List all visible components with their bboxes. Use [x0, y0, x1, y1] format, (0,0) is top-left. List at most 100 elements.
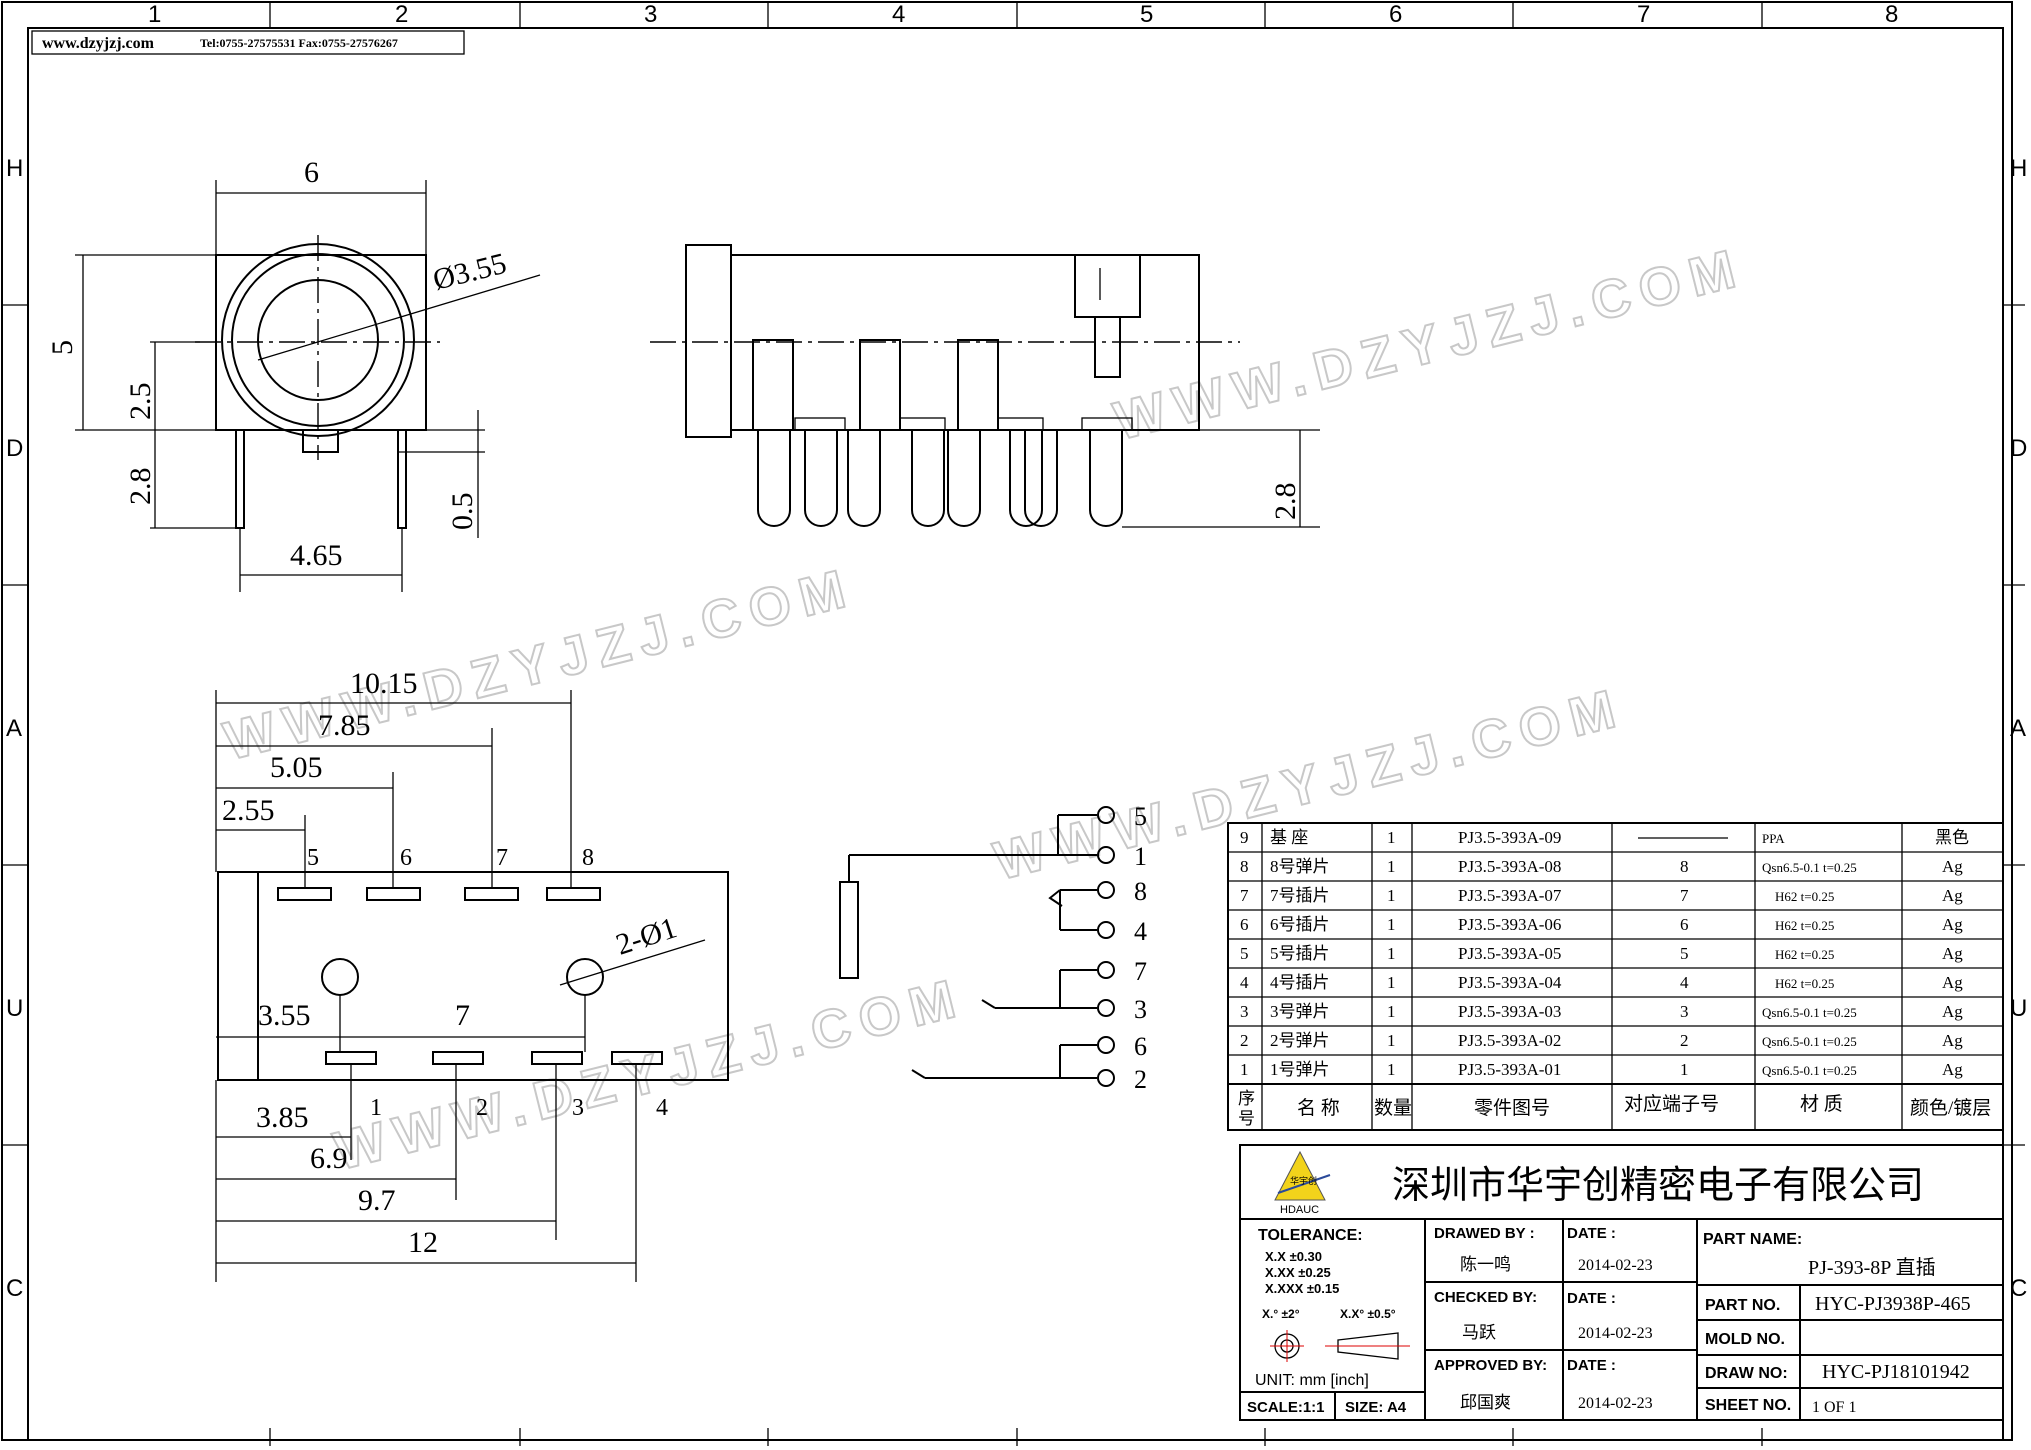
row-label-a: A: [6, 715, 22, 742]
bom-cell-no: 3: [1240, 1002, 1249, 1021]
front-view: 6 Ø3.55 5 2.5 2.8 0.5 4.65: [46, 156, 541, 592]
company-logo-icon: [1274, 1150, 1326, 1201]
bom-cell-no: 4: [1240, 973, 1249, 992]
part-no: HYC-PJ3938P-465: [1815, 1293, 1971, 1315]
bom-cell-material: Qsn6.5-0.1 t=0.25: [1762, 860, 1857, 875]
scale-text: SCALE:1:1: [1247, 1399, 1325, 1416]
mold-no-label: MOLD NO.: [1705, 1331, 1785, 1348]
watermark-2: WWW.DZYJZJ.COM: [218, 557, 860, 772]
bom-cell-material: PPA: [1762, 831, 1785, 846]
date-label-3: DATE :: [1567, 1357, 1616, 1374]
bom-cell-qty: 1: [1387, 857, 1396, 876]
bottom-pin-4: 4: [656, 1095, 668, 1121]
part-name-label: PART NAME:: [1703, 1231, 1802, 1248]
schematic: 5 1 8 4 7 3 6 2: [839, 802, 1147, 1094]
bom-cell-part: PJ3.5-393A-02: [1458, 1031, 1561, 1050]
bom-cell-color: Ag: [1942, 857, 1963, 876]
bom-cell-color: Ag: [1942, 1031, 1963, 1050]
border-rows: H D A U C H D A U C: [2, 155, 2027, 1302]
schematic-pin-5: 5: [1134, 802, 1147, 831]
bom-header-color: 颜色/镀层: [1910, 1097, 1991, 1119]
part-name: PJ-393-8P 直插: [1808, 1256, 1936, 1279]
dim-pin-length: 2.8: [124, 468, 157, 506]
col-label-5: 5: [1140, 1, 1153, 28]
bom-cell-part: PJ3.5-393A-06: [1458, 915, 1561, 934]
col-label-6: 6: [1389, 1, 1402, 28]
date-approved: 2014-02-23: [1578, 1395, 1653, 1412]
row-label-h: H: [6, 155, 23, 182]
bom-cell-terminal: 4: [1680, 973, 1689, 992]
bom-cell-no: 2: [1240, 1031, 1249, 1050]
bom-cell-name: 8号弹片: [1270, 857, 1330, 876]
date-drawn: 2014-02-23: [1578, 1257, 1653, 1274]
checked-label: CHECKED BY:: [1434, 1289, 1537, 1306]
dim-5-05: 5.05: [270, 751, 323, 784]
bom-cell-qty: 1: [1387, 944, 1396, 963]
bom-cell-color: Ag: [1942, 944, 1963, 963]
tolerance-angle-1: X.° ±2°: [1262, 1307, 1300, 1321]
schematic-pin-2: 2: [1134, 1065, 1147, 1094]
schematic-terminal-7: [1097, 961, 1115, 979]
dim-offset: 0.5: [446, 493, 479, 531]
schematic-pin-6: 6: [1134, 1032, 1147, 1061]
side-view: 2.8: [650, 244, 1320, 528]
bom-cell-terminal: 2: [1680, 1031, 1689, 1050]
watermark-1: WWW.DZYJZJ.COM: [1108, 237, 1750, 452]
bom-cell-material: H62 t=0.25: [1775, 889, 1834, 904]
bom-cell-no: 7: [1240, 886, 1249, 905]
row-label-u: U: [6, 995, 23, 1022]
bom-cell-part: PJ3.5-393A-03: [1458, 1002, 1561, 1021]
bom-cell-name: 2号弹片: [1270, 1031, 1330, 1050]
bom-cell-color: Ag: [1942, 886, 1963, 905]
bottom-pin-2: 2: [476, 1095, 488, 1121]
unit-text: UNIT: mm [inch]: [1255, 1372, 1369, 1389]
col-label-8: 8: [1885, 1, 1898, 28]
top-pin-8: 8: [582, 845, 594, 871]
row-label-c: C: [6, 1275, 23, 1302]
bom-cell-qty: 1: [1387, 973, 1396, 992]
date-checked: 2014-02-23: [1578, 1325, 1653, 1342]
top-pin-6: 6: [400, 845, 412, 871]
dim-9-7: 9.7: [358, 1184, 396, 1217]
bom-table: [1227, 822, 2004, 1131]
dim-diameter: Ø3.55: [430, 247, 510, 297]
date-label-1: DATE :: [1567, 1225, 1616, 1242]
schematic-pin-1: 1: [1134, 842, 1147, 871]
bom-header-name: 名 称: [1297, 1097, 1340, 1119]
bom-cell-name: 3号弹片: [1270, 1002, 1330, 1021]
tolerance-angle-2: X.X° ±0.5°: [1340, 1307, 1396, 1321]
bom-cell-part: PJ3.5-393A-07: [1458, 886, 1562, 905]
inner-frame: [27, 27, 2004, 1441]
bom-cell-no: 5: [1240, 944, 1249, 963]
dim-10-15: 10.15: [350, 667, 418, 700]
projection-symbol-icon: [1270, 1330, 1410, 1362]
bom-cell-name: 1号弹片: [1270, 1060, 1330, 1079]
dim-7: 7: [455, 999, 470, 1032]
website-header: www.dzyjzj.com Tel:0755-27575531 Fax:075…: [31, 30, 465, 55]
part-no-label: PART NO.: [1705, 1297, 1780, 1314]
row-label-u-right: U: [2010, 995, 2027, 1022]
bom-cell-name: 7号插片: [1270, 886, 1330, 905]
checked-by: 马跃: [1462, 1323, 1496, 1342]
logo-swoosh: [1277, 1174, 1331, 1194]
bom-cell-material: Qsn6.5-0.1 t=0.25: [1762, 1063, 1857, 1078]
bom-cell-terminal: 1: [1680, 1060, 1689, 1079]
logo-en-text: HDAUC: [1280, 1204, 1319, 1216]
bom-cell-name: 6号插片: [1270, 915, 1330, 934]
tolerance-label: TOLERANCE:: [1258, 1227, 1363, 1244]
bom-header-no-2: 号: [1238, 1109, 1255, 1128]
bom-cell-qty: 1: [1387, 886, 1396, 905]
dim-6-9: 6.9: [310, 1142, 348, 1175]
dim-3-55: 3.55: [258, 999, 311, 1032]
contact-text: Tel:0755-27575531 Fax:0755-27576267: [200, 36, 398, 50]
draw-no-label: DRAW NO:: [1705, 1365, 1788, 1382]
col-label-4: 4: [892, 1, 905, 28]
bom-cell-name: 基 座: [1270, 828, 1308, 847]
col-label-2: 2: [395, 1, 408, 28]
bom-cell-name: 5号插片: [1270, 944, 1330, 963]
dim-12: 12: [408, 1226, 438, 1259]
bom-header-row: 序 号 名 称 数量 零件图号 对应端子号 材 质 颜色/镀层: [1238, 1089, 1991, 1128]
bom-cell-terminal: 8: [1680, 857, 1689, 876]
bottom-pin-1: 1: [370, 1095, 382, 1121]
